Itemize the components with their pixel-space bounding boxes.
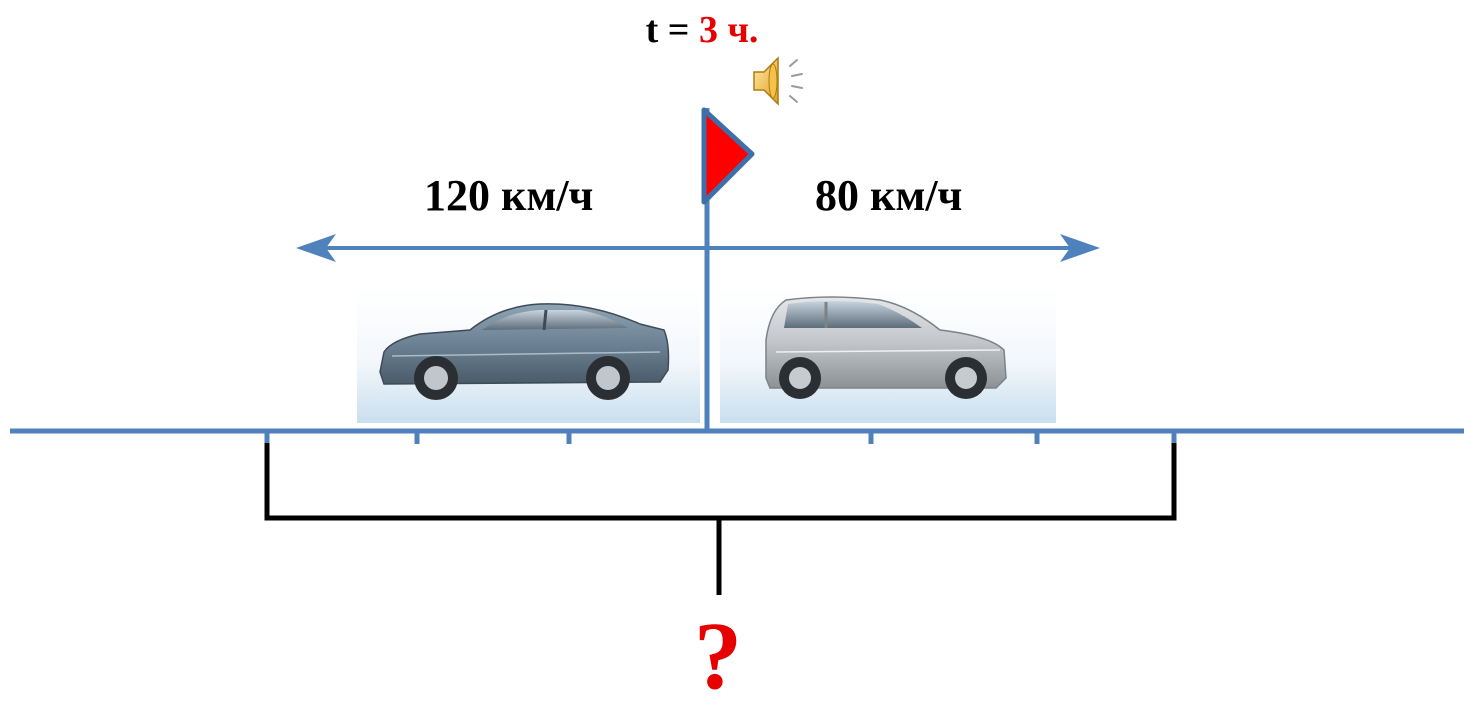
time-prefix: t = bbox=[645, 9, 699, 51]
question-mark: ? bbox=[694, 602, 742, 709]
flag-icon bbox=[701, 107, 755, 430]
distance-bracket bbox=[264, 443, 1177, 595]
right-direction-arrow bbox=[707, 234, 1100, 262]
left-car-image bbox=[357, 288, 700, 423]
left-direction-arrow bbox=[296, 234, 707, 262]
right-car-image bbox=[720, 288, 1056, 423]
speaker-icon[interactable] bbox=[753, 56, 803, 106]
left-car-speed: 120 км/ч bbox=[424, 171, 594, 220]
time-value: 3 ч. bbox=[698, 9, 759, 51]
time-label: t = 3 ч. bbox=[0, 8, 1404, 52]
right-car-speed: 80 км/ч bbox=[815, 171, 963, 220]
road-line bbox=[10, 428, 1464, 444]
